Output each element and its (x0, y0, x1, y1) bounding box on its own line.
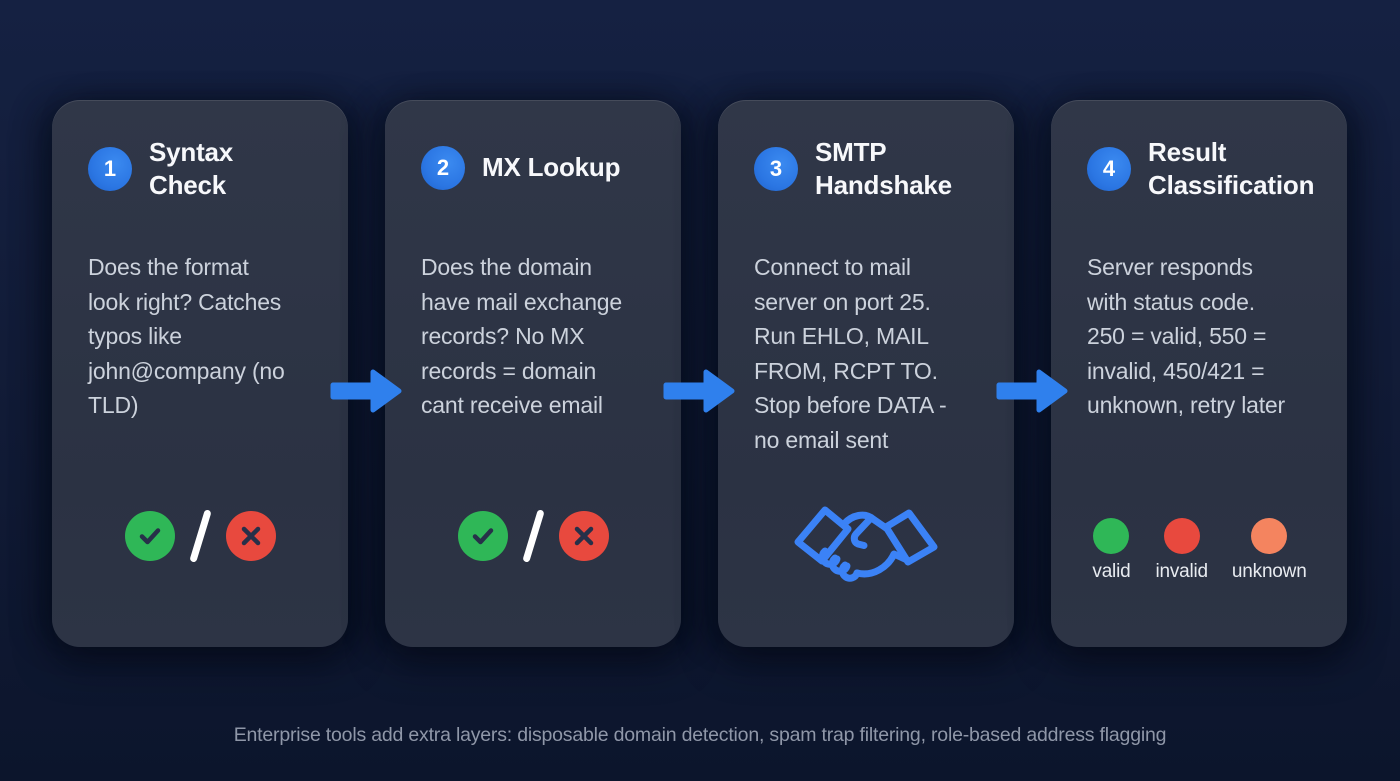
status-label: unknown (1231, 561, 1307, 582)
pass-fail-visual (52, 509, 348, 563)
step-header: 2 MX Lookup (421, 136, 642, 200)
step-header: 1 Syntax Check (88, 136, 309, 203)
step-number-badge: 3 (754, 147, 798, 192)
step-title: SMTP Handshake (815, 137, 952, 201)
arrow-right-icon (996, 369, 1068, 413)
status-item-valid: valid (1091, 518, 1131, 583)
cross-circle-icon (225, 511, 276, 561)
slash-divider (521, 509, 545, 563)
check-circle-icon (457, 511, 508, 561)
step-header: 4 Result Classification (1087, 136, 1315, 203)
step-title: Result Classification (1148, 137, 1315, 201)
step-title: Syntax Check (149, 137, 234, 201)
step-number-badge: 4 (1087, 147, 1131, 192)
footer-note: Enterprise tools add extra layers: dispo… (233, 724, 1167, 746)
status-item-unknown: unknown (1232, 518, 1307, 583)
step-description: Does the format look right? Catches typo… (88, 254, 285, 418)
step-card-result-classification: 4 Result Classification Server responds … (1051, 100, 1347, 647)
status-dot-invalid (1163, 518, 1200, 554)
pass-fail-visual (385, 509, 681, 563)
handshake-visual (718, 487, 1014, 591)
check-circle-icon (124, 511, 175, 561)
status-label: invalid (1155, 561, 1208, 582)
arrow-right-icon (330, 369, 402, 413)
step-card-mx-lookup: 2 MX Lookup Does the domain have mail ex… (385, 100, 681, 647)
cross-circle-icon (558, 511, 609, 561)
handshake-icon (794, 506, 938, 582)
status-dot-valid (1093, 518, 1130, 554)
status-item-invalid: invalid (1155, 518, 1208, 583)
slash-divider (188, 509, 212, 563)
status-dot-unknown (1251, 518, 1288, 554)
step-description: Server responds with status code. 250 = … (1087, 254, 1285, 418)
step-card-smtp-handshake: 3 SMTP Handshake Connect to mail server … (718, 100, 1014, 647)
status-label: valid (1092, 561, 1131, 582)
step-description: Does the domain have mail exchange recor… (421, 254, 622, 418)
arrow-right-icon (663, 369, 735, 413)
status-legend: valid invalid unknown (1051, 518, 1347, 583)
step-number-badge: 2 (421, 146, 465, 190)
step-header: 3 SMTP Handshake (754, 136, 975, 203)
step-card-syntax-check: 1 Syntax Check Does the format look righ… (52, 100, 348, 647)
step-description: Connect to mail server on port 25. Run E… (754, 254, 947, 453)
step-title: MX Lookup (482, 152, 621, 183)
step-number-badge: 1 (88, 147, 132, 192)
